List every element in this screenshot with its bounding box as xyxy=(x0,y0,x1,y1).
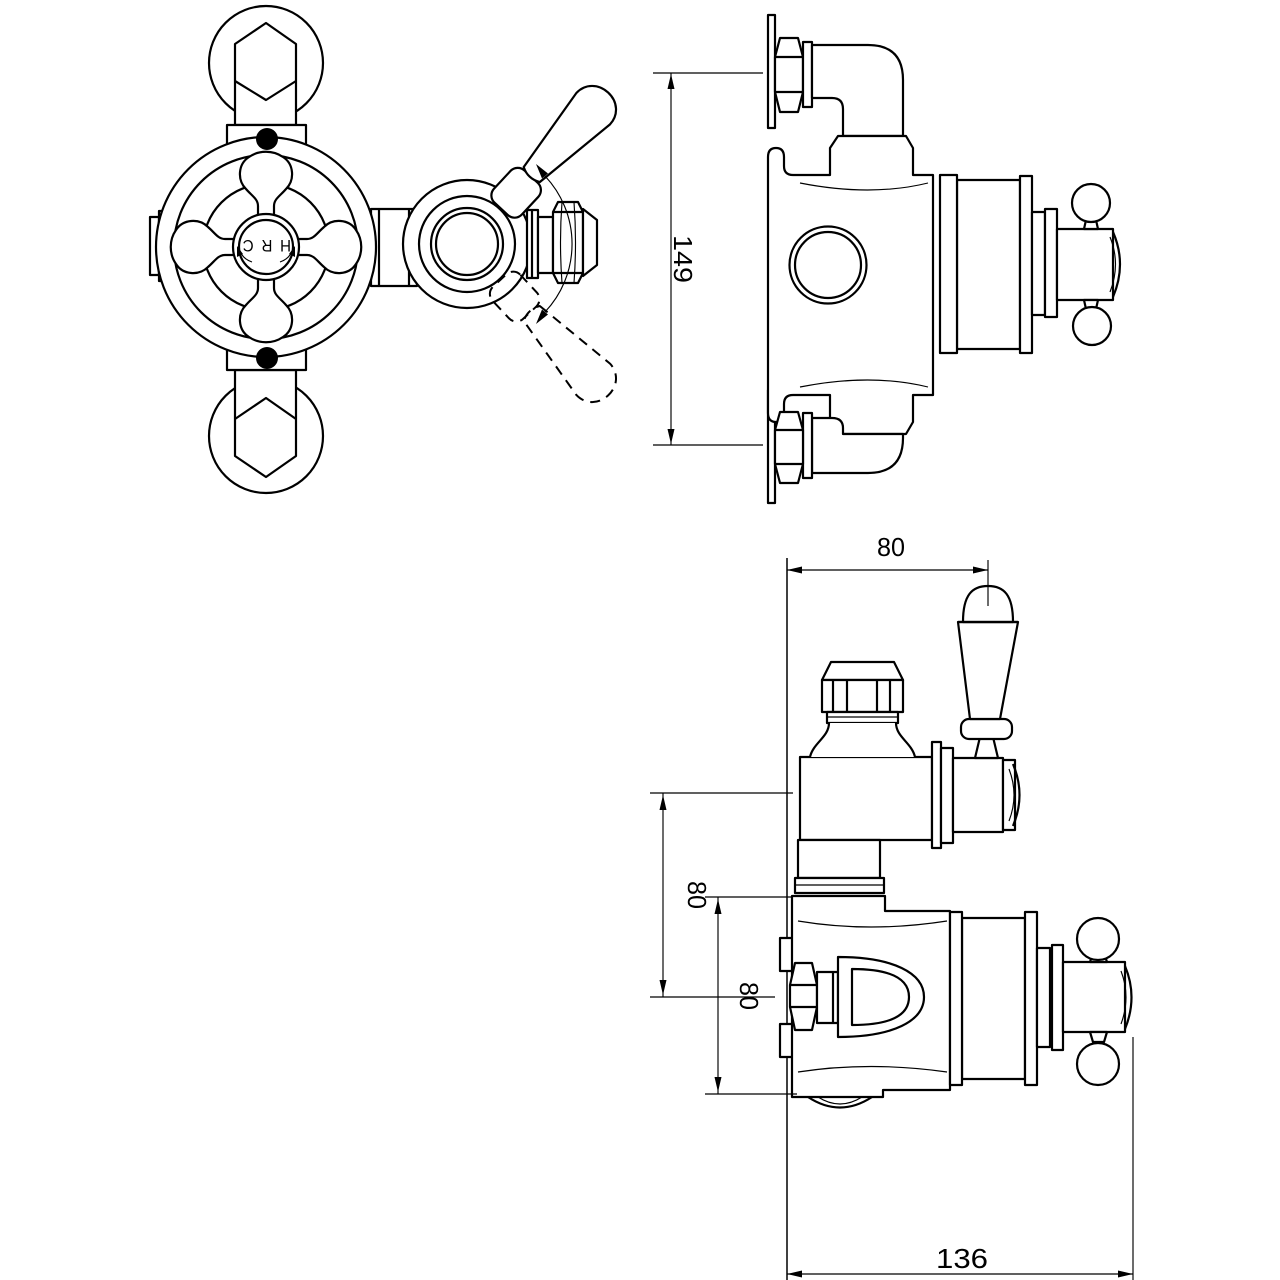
bracket-screw-top xyxy=(256,128,278,150)
dim-label-136: 136 xyxy=(936,1243,988,1274)
elbow-bottom xyxy=(810,416,905,475)
dimension-80-body: 80 xyxy=(705,896,797,1095)
valve-body-side xyxy=(766,134,935,436)
diverter-body xyxy=(401,178,533,310)
cartridge-side xyxy=(938,173,1122,355)
lever-handle-dashed xyxy=(488,270,617,404)
dim-label-80-body: 80 xyxy=(734,982,764,1010)
dim-label-149: 149 xyxy=(668,235,698,283)
bottom-outlet xyxy=(807,1096,873,1109)
lever-handle xyxy=(490,84,618,219)
rotation-arc xyxy=(536,164,573,324)
lower-valve-front xyxy=(788,894,1133,1109)
union-nut-bottom xyxy=(773,410,805,485)
union-nut-top xyxy=(773,36,805,114)
front-view: 80 80 80 136 xyxy=(650,532,1134,1280)
dimension-80-top: 80 xyxy=(787,532,989,606)
return-bend xyxy=(836,955,926,1039)
dimension-136: 136 xyxy=(787,1037,1134,1280)
side-view: 149 xyxy=(653,13,1122,505)
outlet-fitting xyxy=(525,200,599,285)
inlet-hex-front xyxy=(788,961,819,1032)
dim-label-80-top: 80 xyxy=(877,532,905,562)
inlet-pipe-top xyxy=(233,21,298,127)
dimension-149: 149 xyxy=(653,72,763,446)
bracket-screw-bottom xyxy=(256,347,278,369)
lever-handle-front xyxy=(956,584,1020,760)
handle-cap-text: H R C xyxy=(241,236,291,255)
inlet-pipe-bottom xyxy=(233,368,298,479)
cartridge-front xyxy=(948,910,1133,1087)
handle-cap xyxy=(231,212,301,282)
elbow-top xyxy=(810,43,905,138)
cross-handle xyxy=(169,150,363,344)
dimension-80-port-spacing: 80 xyxy=(650,792,793,998)
plan-view: H R C xyxy=(148,4,618,495)
upper-valve-front xyxy=(793,584,1021,895)
port-hole xyxy=(788,225,868,305)
dim-label-80-port-spacing: 80 xyxy=(682,881,712,909)
